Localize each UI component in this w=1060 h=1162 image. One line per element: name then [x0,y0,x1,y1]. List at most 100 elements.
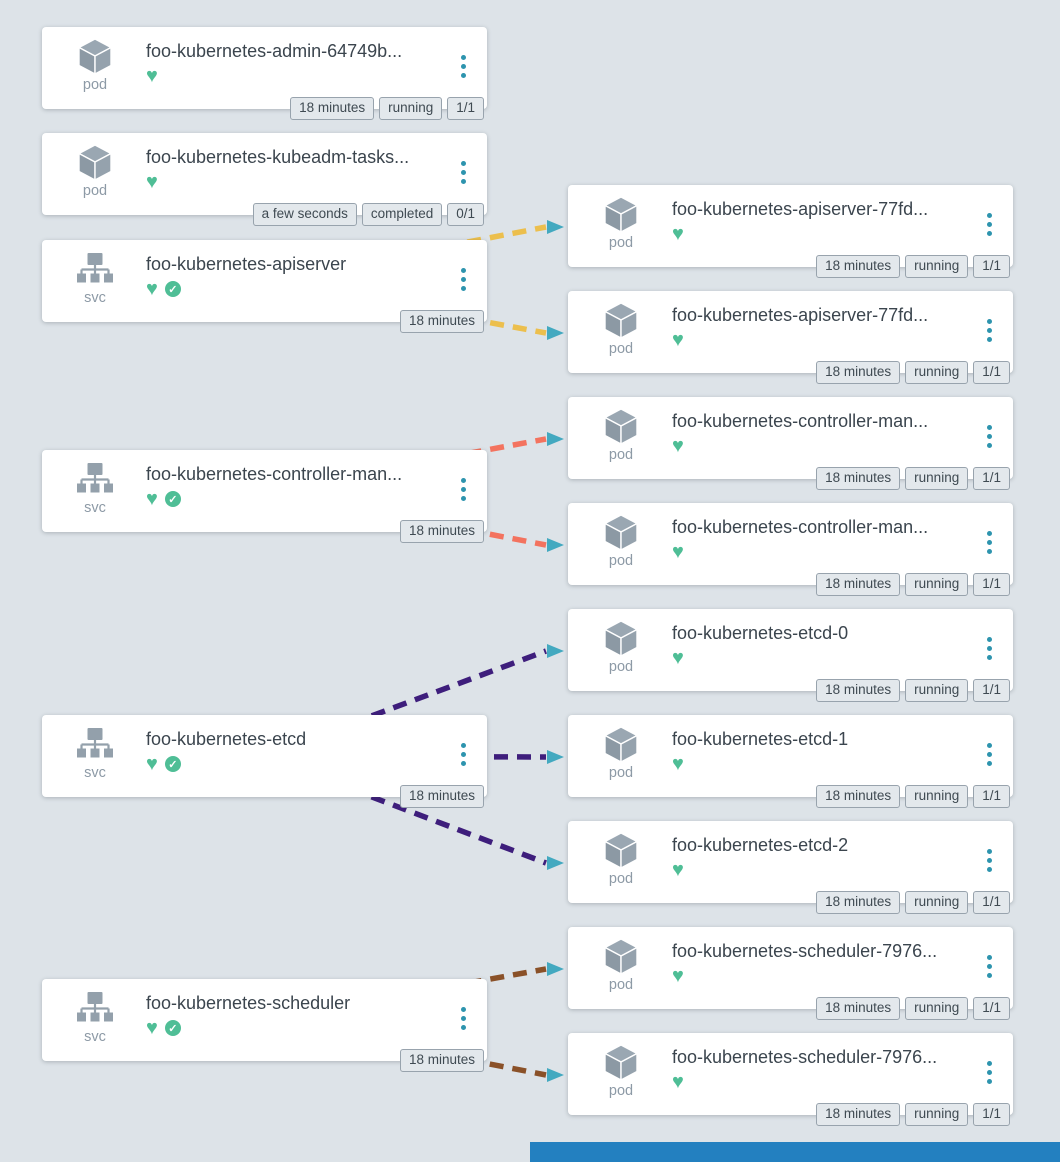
node-kind-label: svc [84,765,106,781]
node-icon: pod [64,37,126,94]
service-sitemap-icon [75,726,115,759]
node-menu-button[interactable] [984,528,995,557]
age-badge: 18 minutes [816,785,901,808]
node-card[interactable]: pod foo-kubernetes-apiserver-77fd... ♥ 1… [568,185,1013,278]
status-badge: running [905,255,969,278]
node-kind-label: pod [608,553,634,569]
node-card[interactable]: pod foo-kubernetes-scheduler-7976... ♥ 1… [568,927,1013,1020]
node-menu-button[interactable] [984,210,995,239]
node-card[interactable]: svc foo-kubernetes-apiserver ♥ ✓ 18 minu… [42,240,487,333]
health-heart-icon: ♥ [146,1017,158,1039]
health-heart-icon: ♥ [146,753,158,775]
node-card[interactable]: pod foo-kubernetes-kubeadm-tasks... ♥ a … [42,133,487,226]
service-sitemap-icon [75,990,115,1023]
node-kind-label: pod [82,77,108,93]
node-icon: svc [64,989,126,1046]
node-card[interactable]: pod foo-kubernetes-scheduler-7976... ♥ 1… [568,1033,1013,1126]
node-menu-button[interactable] [458,52,469,81]
node-menu-button[interactable] [984,740,995,769]
ready-badge: 1/1 [447,97,484,120]
horizontal-scrollbar[interactable] [530,1142,1060,1162]
node-title: foo-kubernetes-scheduler-7976... [672,941,938,961]
age-badge: 18 minutes [816,255,901,278]
node-kind-label: pod [608,341,634,357]
node-card[interactable]: pod foo-kubernetes-controller-man... ♥ 1… [568,397,1013,490]
node-menu-button[interactable] [458,158,469,187]
node-icon: pod [590,301,652,358]
node-kind-label: svc [84,1029,106,1045]
age-badge: 18 minutes [399,785,484,808]
service-sitemap-icon [75,461,115,494]
health-heart-icon: ♥ [672,541,684,563]
age-badge: 18 minutes [816,467,901,490]
sync-check-icon: ✓ [164,1020,181,1036]
status-badge: running [905,679,969,702]
node-title: foo-kubernetes-etcd-2 [672,835,849,855]
edge-arrowhead [547,1068,564,1082]
status-badge: running [905,467,969,490]
age-badge: 18 minutes [399,520,484,543]
node-card[interactable]: svc foo-kubernetes-etcd ♥ ✓ 18 minutes [42,715,487,808]
node-card[interactable]: svc foo-kubernetes-scheduler ♥ ✓ 18 minu… [42,979,487,1072]
node-menu-button[interactable] [984,952,995,981]
node-menu-button[interactable] [984,316,995,345]
node-menu-button[interactable] [458,740,469,769]
node-kind-label: pod [608,765,634,781]
health-heart-icon: ♥ [146,488,158,510]
node-icon: pod [590,831,652,888]
status-badge: running [905,361,969,384]
node-icon: pod [590,619,652,676]
health-heart-icon: ♥ [672,435,684,457]
node-card[interactable]: svc foo-kubernetes-controller-man... ♥ ✓… [42,450,487,543]
age-badge: 18 minutes [816,573,901,596]
node-menu-button[interactable] [458,265,469,294]
service-sitemap-icon [75,251,115,284]
pod-cube-icon [604,514,638,551]
node-card[interactable]: pod foo-kubernetes-controller-man... ♥ 1… [568,503,1013,596]
node-card[interactable]: pod foo-kubernetes-etcd-1 ♥ 18 minutes r… [568,715,1013,808]
node-title: foo-kubernetes-scheduler-7976... [672,1047,938,1067]
status-badge: running [379,97,443,120]
node-icon: pod [590,725,652,782]
node-title: foo-kubernetes-apiserver [146,254,347,274]
node-card[interactable]: pod foo-kubernetes-etcd-0 ♥ 18 minutes r… [568,609,1013,702]
node-title: foo-kubernetes-scheduler [146,993,351,1013]
node-card[interactable]: pod foo-kubernetes-admin-64749b... ♥ 18 … [42,27,487,120]
sync-check-icon: ✓ [164,491,181,507]
node-menu-button[interactable] [458,475,469,504]
node-icon: pod [590,513,652,570]
node-kind-label: pod [608,235,634,251]
pod-cube-icon [604,726,638,763]
health-heart-icon: ♥ [672,965,684,987]
ready-badge: 1/1 [973,997,1010,1020]
node-menu-button[interactable] [984,846,995,875]
node-card[interactable]: pod foo-kubernetes-etcd-2 ♥ 18 minutes r… [568,821,1013,914]
node-kind-label: pod [608,977,634,993]
node-menu-button[interactable] [984,634,995,663]
node-title: foo-kubernetes-kubeadm-tasks... [146,147,410,167]
age-badge: 18 minutes [816,1103,901,1126]
status-badge: running [905,573,969,596]
pod-cube-icon [604,1044,638,1081]
age-badge: 18 minutes [399,1049,484,1072]
pod-cube-icon [78,38,112,75]
node-title: foo-kubernetes-etcd-1 [672,729,849,749]
node-card[interactable]: pod foo-kubernetes-apiserver-77fd... ♥ 1… [568,291,1013,384]
age-badge: a few seconds [252,203,357,226]
edge-arrowhead [547,538,564,552]
node-menu-button[interactable] [984,1058,995,1087]
node-kind-label: pod [608,447,634,463]
node-title: foo-kubernetes-controller-man... [672,411,929,431]
node-icon: svc [64,460,126,517]
node-menu-button[interactable] [458,1004,469,1033]
sync-check-icon: ✓ [164,281,181,297]
health-heart-icon: ♥ [146,65,158,87]
node-kind-label: svc [84,500,106,516]
health-heart-icon: ♥ [672,329,684,351]
node-menu-button[interactable] [984,422,995,451]
health-heart-icon: ♥ [672,859,684,881]
ready-badge: 1/1 [973,467,1010,490]
age-badge: 18 minutes [816,679,901,702]
ready-badge: 1/1 [973,361,1010,384]
ready-badge: 1/1 [973,1103,1010,1126]
